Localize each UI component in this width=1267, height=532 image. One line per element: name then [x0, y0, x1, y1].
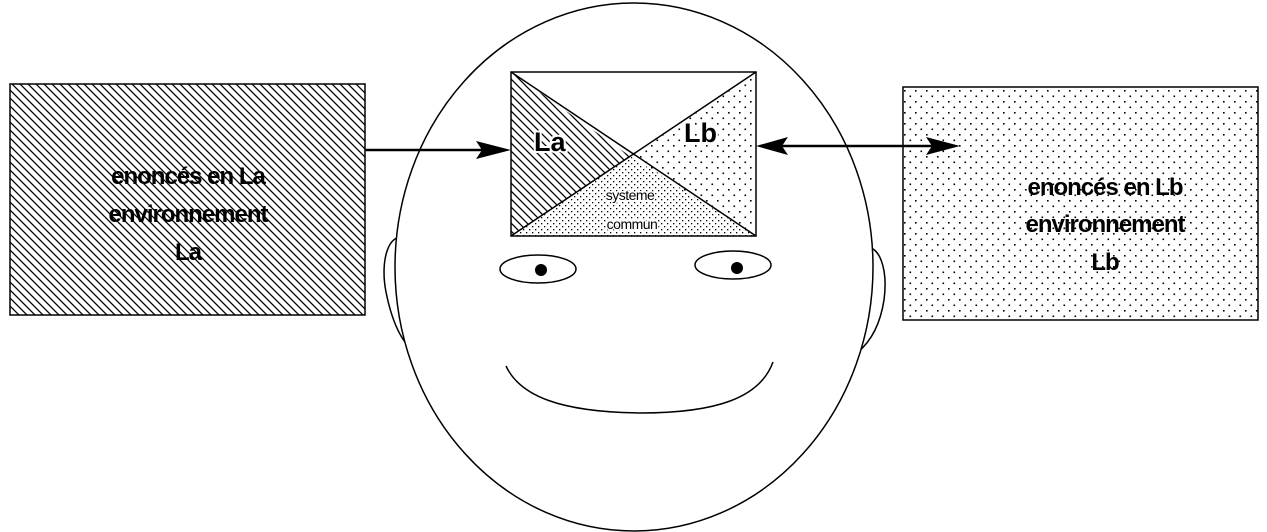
right-box-line2: environnement: [1025, 211, 1185, 238]
svg-text:systeme: systeme: [606, 187, 655, 203]
arrow-la-to-brain: [365, 141, 511, 159]
left-box-text: enoncés en La environnement La: [108, 163, 269, 266]
right-box-text: enoncés en Lb environnement Lb: [1025, 174, 1186, 276]
common-system-line2: commun: [607, 216, 658, 232]
svg-text:La: La: [534, 127, 566, 157]
right-box-line3: Lb: [1091, 249, 1119, 276]
left-eye: [499, 254, 577, 284]
right-eye: [694, 250, 772, 280]
triangle-la: [511, 72, 630, 236]
svg-text:commun: commun: [607, 216, 658, 232]
left-statements-box: [9, 83, 366, 316]
triangle-lb: [630, 72, 756, 236]
left-box-line3: La: [175, 239, 203, 266]
svg-text:Lb: Lb: [684, 118, 717, 148]
right-statements-box: [902, 86, 1259, 321]
triangle-lb-label: Lb: [684, 118, 717, 148]
arrow-lb-brain-to-box: [756, 137, 960, 155]
common-system-line1: systeme: [606, 187, 655, 203]
right-box-line1: enoncés en Lb: [1027, 174, 1182, 201]
left-box-line1: enoncés en La: [111, 163, 266, 190]
triangle-lb-top: [511, 72, 756, 156]
right-ear: [857, 246, 886, 353]
smile: [505, 361, 774, 414]
triangle-common: [511, 156, 756, 236]
language-system-rectangle: [510, 71, 757, 237]
triangle-la-label: La: [534, 127, 566, 157]
left-box-line2: environnement: [108, 201, 268, 228]
